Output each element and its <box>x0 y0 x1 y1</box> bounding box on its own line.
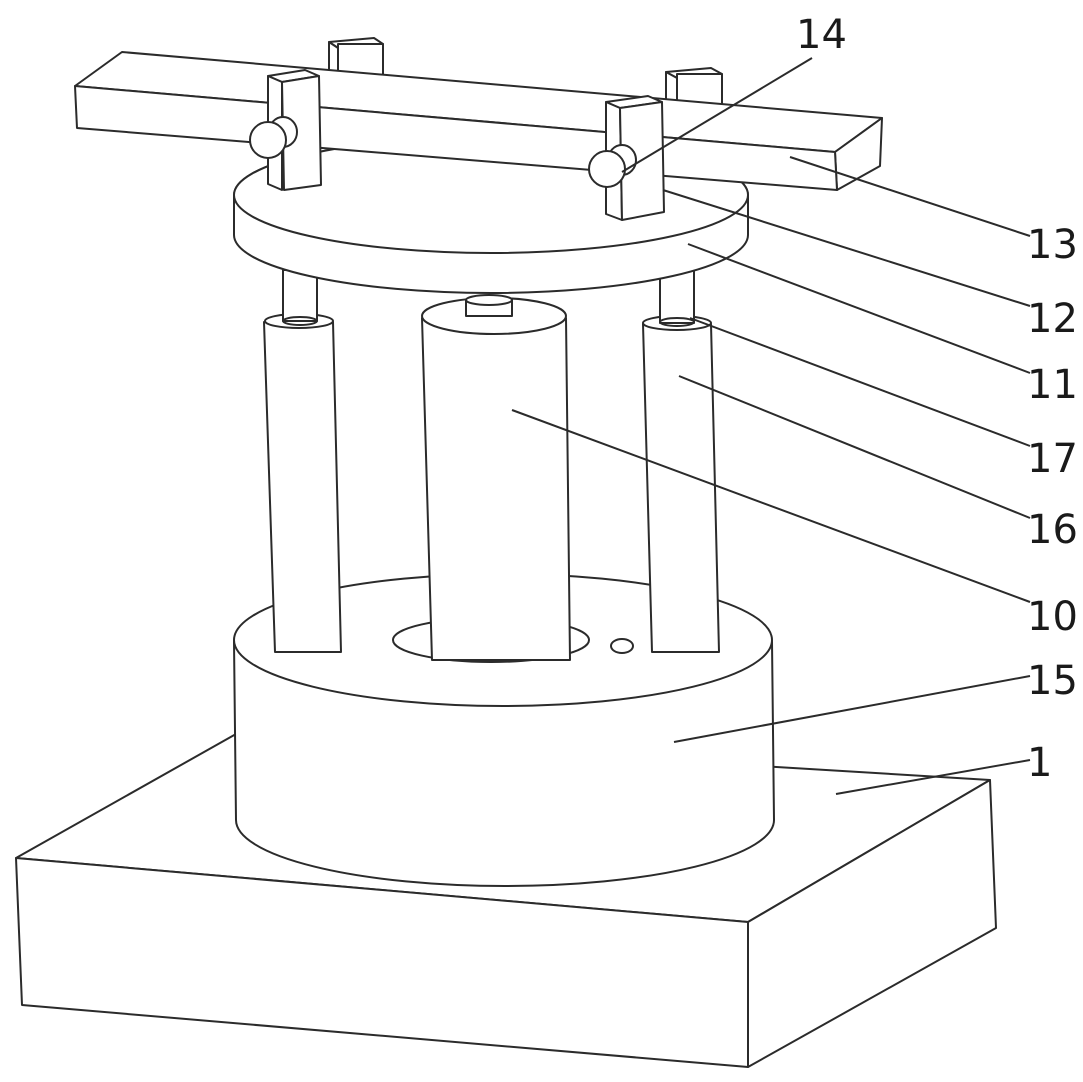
label-knob: 14 <box>796 12 847 58</box>
small-hole <box>610 638 634 654</box>
right-piston-rod <box>659 269 695 324</box>
label-piston-rod: 17 <box>1027 436 1078 482</box>
leader-lines <box>511 57 1031 795</box>
label-cylinder-sleeve: 16 <box>1027 507 1078 553</box>
label-top-plate: 11 <box>1027 362 1078 408</box>
label-clamp-block: 12 <box>1027 296 1078 342</box>
left-cylinder-sleeve <box>263 269 342 653</box>
right-cylinder-sleeve <box>642 269 720 653</box>
label-cross-bar: 13 <box>1027 222 1078 268</box>
label-base: 1 <box>1027 740 1052 786</box>
label-center-column: 10 <box>1027 594 1078 640</box>
callout-labels: 14 13 12 11 17 16 10 15 1 <box>796 12 1078 786</box>
left-clamp-block <box>267 69 322 191</box>
left-knob <box>249 116 298 159</box>
center-column <box>421 294 571 661</box>
left-piston-rod <box>282 269 318 322</box>
label-lower-cylinder: 15 <box>1027 658 1078 704</box>
